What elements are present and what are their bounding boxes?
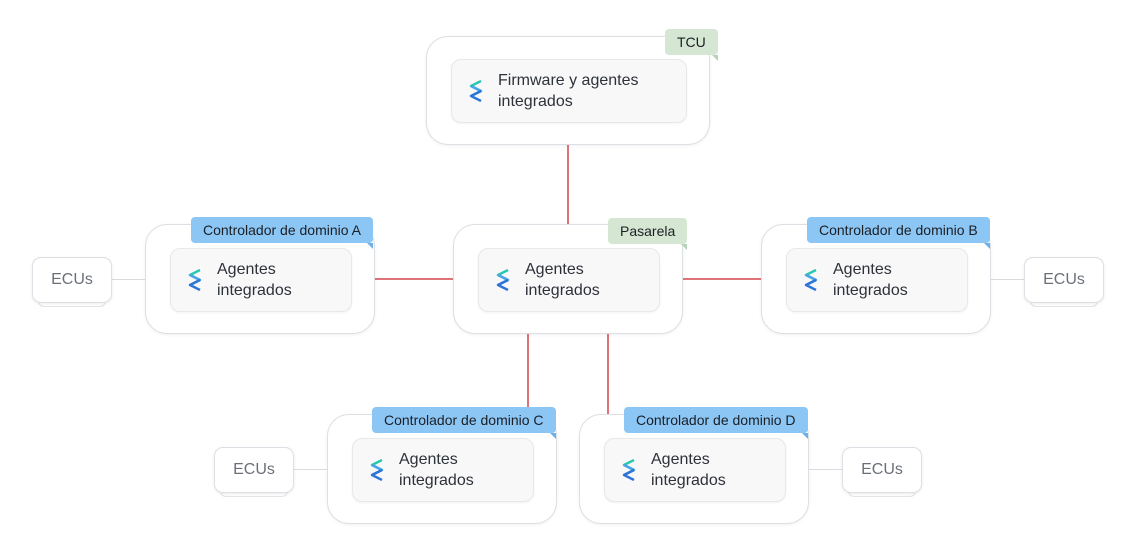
domain-b-text-line1: Agentes (833, 261, 892, 278)
domain-d-text-line2: integrados (651, 472, 726, 489)
domain-d-agents-card: Agentes integrados (604, 438, 786, 502)
domain-c-ecus: ECUs (214, 447, 294, 497)
domain-b-text-line2: integrados (833, 282, 908, 299)
domain-a-ecus-label: ECUs (32, 257, 112, 303)
link-ecus-domain-a (110, 279, 146, 280)
link-domain-a-gateway (374, 278, 454, 280)
tcu-agents-card: Firmware y agentes integrados (451, 59, 687, 123)
domain-a-ecus: ECUs (32, 257, 112, 307)
link-ecus-domain-c (292, 469, 328, 470)
gateway-agents-card: Agentes integrados (478, 248, 660, 312)
domain-b-agents-card: Agentes integrados (786, 248, 968, 312)
tcu-text-line1: Firmware y agentes (498, 72, 639, 89)
link-gateway-domain-d (607, 333, 609, 414)
tcu-node: Firmware y agentes integrados (426, 36, 710, 145)
domain-b-node: Agentes integrados (761, 224, 991, 334)
domain-c-agents-card: Agentes integrados (352, 438, 534, 502)
layered-s-logo-icon (622, 459, 636, 481)
domain-d-ecus-label: ECUs (842, 447, 922, 493)
tcu-tag: TCU (665, 29, 718, 61)
layered-s-logo-icon (496, 269, 510, 291)
domain-d-ecus: ECUs (842, 447, 922, 497)
domain-a-tag: Controlador de dominio A (191, 217, 373, 249)
layered-s-logo-icon (469, 80, 483, 102)
tcu-text-line2: integrados (498, 93, 573, 110)
link-tcu-gateway (567, 144, 569, 225)
domain-c-text-line1: Agentes (399, 451, 458, 468)
domain-d-text-line1: Agentes (651, 451, 710, 468)
link-gateway-domain-c (527, 333, 529, 414)
domain-b-ecus: ECUs (1024, 257, 1104, 307)
domain-c-tag: Controlador de dominio C (372, 407, 556, 439)
domain-b-tag: Controlador de dominio B (807, 217, 990, 249)
domain-c-ecus-label: ECUs (214, 447, 294, 493)
gateway-node: Agentes integrados (453, 224, 683, 334)
gateway-text-line2: integrados (525, 282, 600, 299)
gateway-tag: Pasarela (608, 218, 688, 250)
domain-a-agents-card: Agentes integrados (170, 248, 352, 312)
domain-a-text-line1: Agentes (217, 261, 276, 278)
link-ecus-domain-b (990, 279, 1025, 280)
layered-s-logo-icon (188, 269, 202, 291)
link-ecus-domain-d (808, 469, 843, 470)
domain-d-tag: Controlador de dominio D (624, 407, 808, 439)
gateway-text-line1: Agentes (525, 261, 584, 278)
link-gateway-domain-b (682, 278, 762, 280)
domain-a-text-line2: integrados (217, 282, 292, 299)
domain-c-text-line2: integrados (399, 472, 474, 489)
layered-s-logo-icon (370, 459, 384, 481)
domain-b-ecus-label: ECUs (1024, 257, 1104, 303)
layered-s-logo-icon (804, 269, 818, 291)
